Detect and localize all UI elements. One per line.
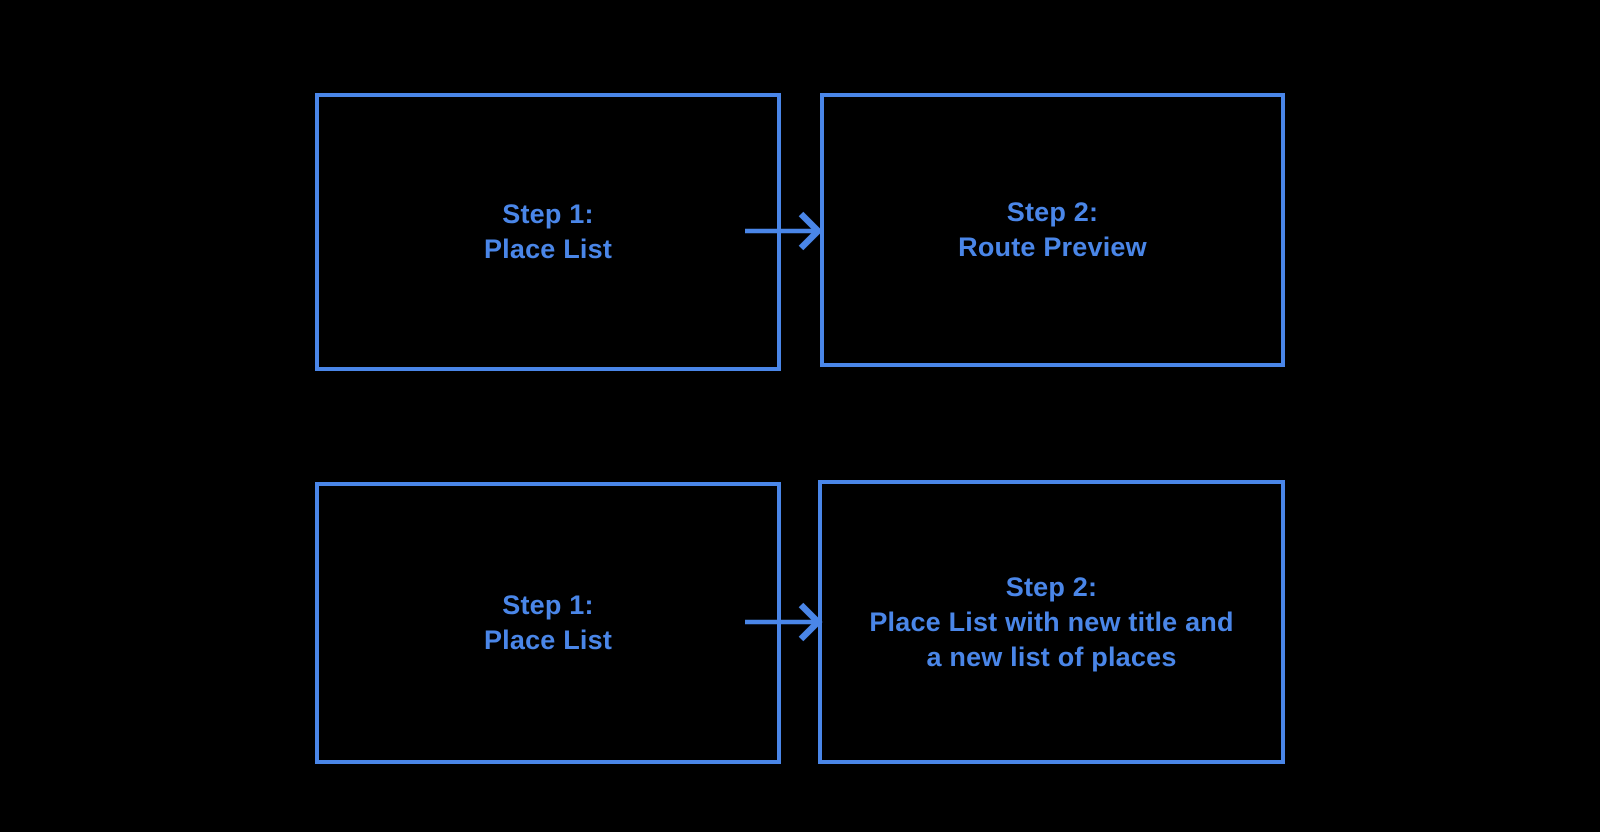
step-box-line: Place List xyxy=(483,234,613,264)
step-box-line: Place List with new title and xyxy=(869,606,1234,637)
step-box-line: Step 2: xyxy=(1005,571,1098,602)
step-box-line: Route Preview xyxy=(958,232,1147,262)
step-box-line: Step 1: xyxy=(502,590,594,620)
step-box-line: Place List xyxy=(483,625,613,655)
arrow-right-icon xyxy=(745,602,823,642)
step2-route-preview-box: Step 2: Route Preview xyxy=(820,93,1285,367)
step1-place-list-box-bottom: Step 1: Place List xyxy=(315,482,781,764)
step-box-line: a new list of places xyxy=(926,641,1177,672)
step1-place-list-box-top: Step 1: Place List xyxy=(315,93,781,371)
step-box-line: Step 2: xyxy=(1006,197,1099,227)
step2-new-place-list-box: Step 2: Place List with new title and a … xyxy=(818,480,1285,764)
arrow-right-icon xyxy=(745,211,823,251)
step-box-line: Step 1: xyxy=(502,199,594,229)
